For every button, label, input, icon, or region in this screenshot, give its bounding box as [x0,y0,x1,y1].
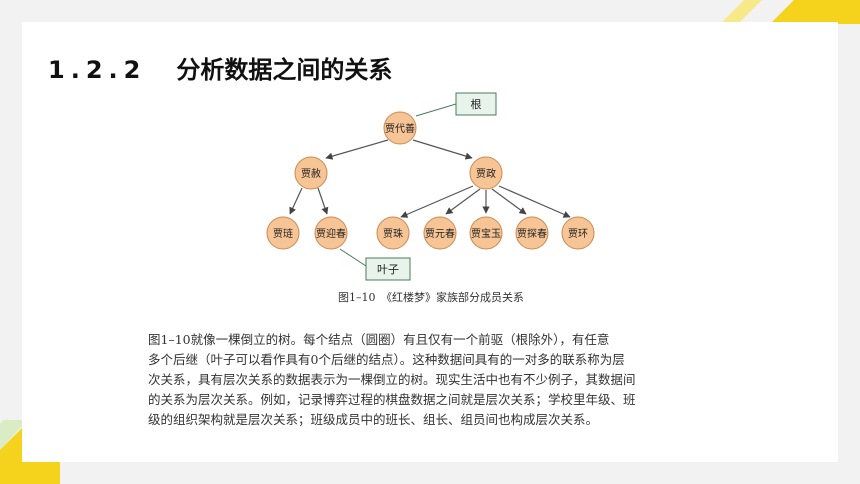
paragraph-line: 图1–10就像一棵倒立的树。每个结点（圆圈）有且仅有一个前驱（根除外），有任意 [148,332,610,347]
section-heading: 1.2.2 分析数据之间的关系 [48,50,392,85]
paragraph-line: 次关系，具有层次关系的数据表示为一棵倒立的树。现实生活中也有不少例子，其数据间 [148,372,636,387]
tree-node: 贾赦 [294,156,328,190]
root-connector [415,103,457,117]
svg-text:贾政: 贾政 [476,167,496,180]
paragraph-line: 的关系为层次关系。例如，记录博弈过程的棋盘数据之间就是层次关系；学校里年级、班 [148,392,636,407]
tree-node-leaf: 贾宝玉 [469,216,503,250]
svg-text:贾珠: 贾珠 [383,227,403,240]
svg-text:贾代善: 贾代善 [385,122,415,135]
svg-text:贾探春: 贾探春 [517,227,547,240]
tree-edges [289,139,571,218]
paragraph-line: 级的组织架构就是层次关系；班级成员中的班长、组长、组员间也构成层次关系。 [148,412,599,427]
svg-text:贾赦: 贾赦 [301,167,321,180]
svg-text:贾琏: 贾琏 [273,227,293,240]
svg-text:贾元春: 贾元春 [425,228,455,240]
leaf-connector [339,248,367,267]
tree-node: 贾政 [469,156,503,190]
root-label-box [455,92,497,116]
figure-caption: 图1–10 《红楼梦》家族部分成员关系 [338,291,524,304]
root-label: 根 [471,97,482,111]
tree-node-leaf: 贾琏 [266,216,300,250]
tree-node-leaf: 贾环 [561,216,595,250]
leaf-label-box [365,257,411,281]
section-title: 分析数据之间的关系 [176,56,393,84]
svg-text:贾环: 贾环 [568,228,588,240]
svg-text:贾宝玉: 贾宝玉 [471,227,501,240]
section-number: 1.2.2 [48,56,147,84]
tree-node-leaf: 贾珠 [376,216,410,250]
tree-node-leaf: 贾元春 [423,216,457,250]
tree-node-root: 贾代善 [383,111,417,145]
tree-node-leaf: 贾迎春 [314,216,348,250]
family-tree-diagram: 根 叶子 贾代善 贾赦 贾政 贾琏 贾迎春 贾珠 贾元春 [266,92,595,281]
svg-text:贾迎春: 贾迎春 [316,228,346,240]
tree-node-leaf: 贾探春 [515,216,549,250]
corner-stripe-decoration [720,0,860,24]
paragraph-line: 多个后继（叶子可以看作具有0个后继的结点）。这种数据间具有的一对多的联系称为层 [148,352,625,367]
leaf-label: 叶子 [377,263,399,276]
body-paragraph: 图1–10就像一棵倒立的树。每个结点（圆圈）有且仅有一个前驱（根除外），有任意 … [148,330,688,430]
